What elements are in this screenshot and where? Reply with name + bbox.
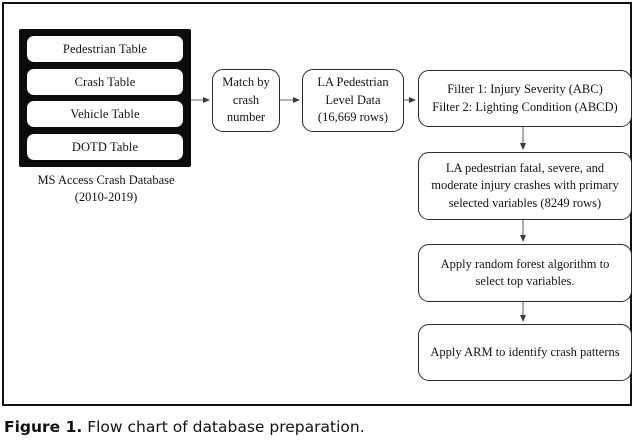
flow-node-random-forest-label: Apply random forest algorithm to select …	[440, 256, 610, 289]
database-caption-line1: MS Access Crash Database	[37, 173, 175, 187]
flow-node-arm-label: Apply ARM to identify crash patterns	[430, 344, 620, 359]
flow-node-la-ped-label: LA Pedestrian Level Data (16,669 rows)	[317, 75, 389, 125]
flow-node-apply-arm: Apply ARM to identify crash patterns	[418, 324, 632, 381]
flow-node-la-crashes-label: LA pedestrian fatal, severe, and moderat…	[431, 160, 619, 210]
db-table-pedestrian: Pedestrian Table	[27, 36, 183, 62]
figure-caption-text: Flow chart of database preparation.	[87, 418, 365, 436]
db-table-dotd: DOTD Table	[27, 133, 183, 160]
flow-node-match-by-crash-number: Match by crash number	[212, 69, 280, 132]
flow-node-filters: Filter 1: Injury Severity (ABC) Filter 2…	[418, 70, 632, 127]
figure-frame: Pedestrian Table Crash Table Vehicle Tab…	[2, 2, 632, 406]
database-caption: MS Access Crash Database (2010-2019)	[10, 172, 202, 206]
flow-node-random-forest: Apply random forest algorithm to select …	[418, 244, 632, 302]
flow-node-match-label: Match by crash number	[222, 75, 270, 125]
flow-node-la-crashes-selected-variables: LA pedestrian fatal, severe, and moderat…	[418, 152, 632, 220]
flow-connectors	[189, 97, 526, 322]
db-table-crash: Crash Table	[27, 68, 183, 95]
db-table-vehicle: Vehicle Table	[27, 101, 183, 128]
database-caption-line2: (2010-2019)	[74, 190, 138, 204]
figure-caption-label: Figure 1.	[4, 418, 83, 436]
figure-caption: Figure 1. Flow chart of database prepara…	[4, 418, 636, 436]
flow-node-filters-label: Filter 1: Injury Severity (ABC) Filter 2…	[432, 82, 618, 114]
ms-access-database-cluster: Pedestrian Table Crash Table Vehicle Tab…	[19, 29, 191, 167]
flow-node-la-pedestrian-level-data: LA Pedestrian Level Data (16,669 rows)	[302, 69, 404, 132]
